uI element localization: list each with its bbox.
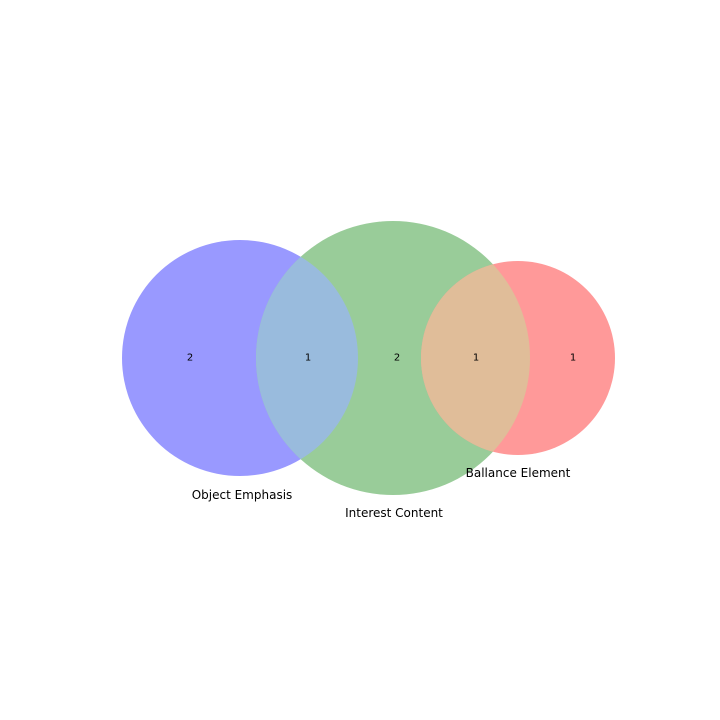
object-only-count: 2 (187, 353, 193, 364)
ballance-element-label: Ballance Element (466, 466, 571, 480)
interest-only-count: 2 (394, 353, 400, 364)
interest-ballance-count: 1 (473, 353, 479, 364)
ballance-only-count: 1 (570, 353, 576, 364)
object-interest-count: 1 (305, 353, 311, 364)
interest-ballance-overlap (421, 261, 530, 455)
interest-content-label: Interest Content (345, 506, 443, 520)
object-interest-overlap (256, 240, 358, 476)
object-emphasis-label: Object Emphasis (192, 488, 293, 502)
